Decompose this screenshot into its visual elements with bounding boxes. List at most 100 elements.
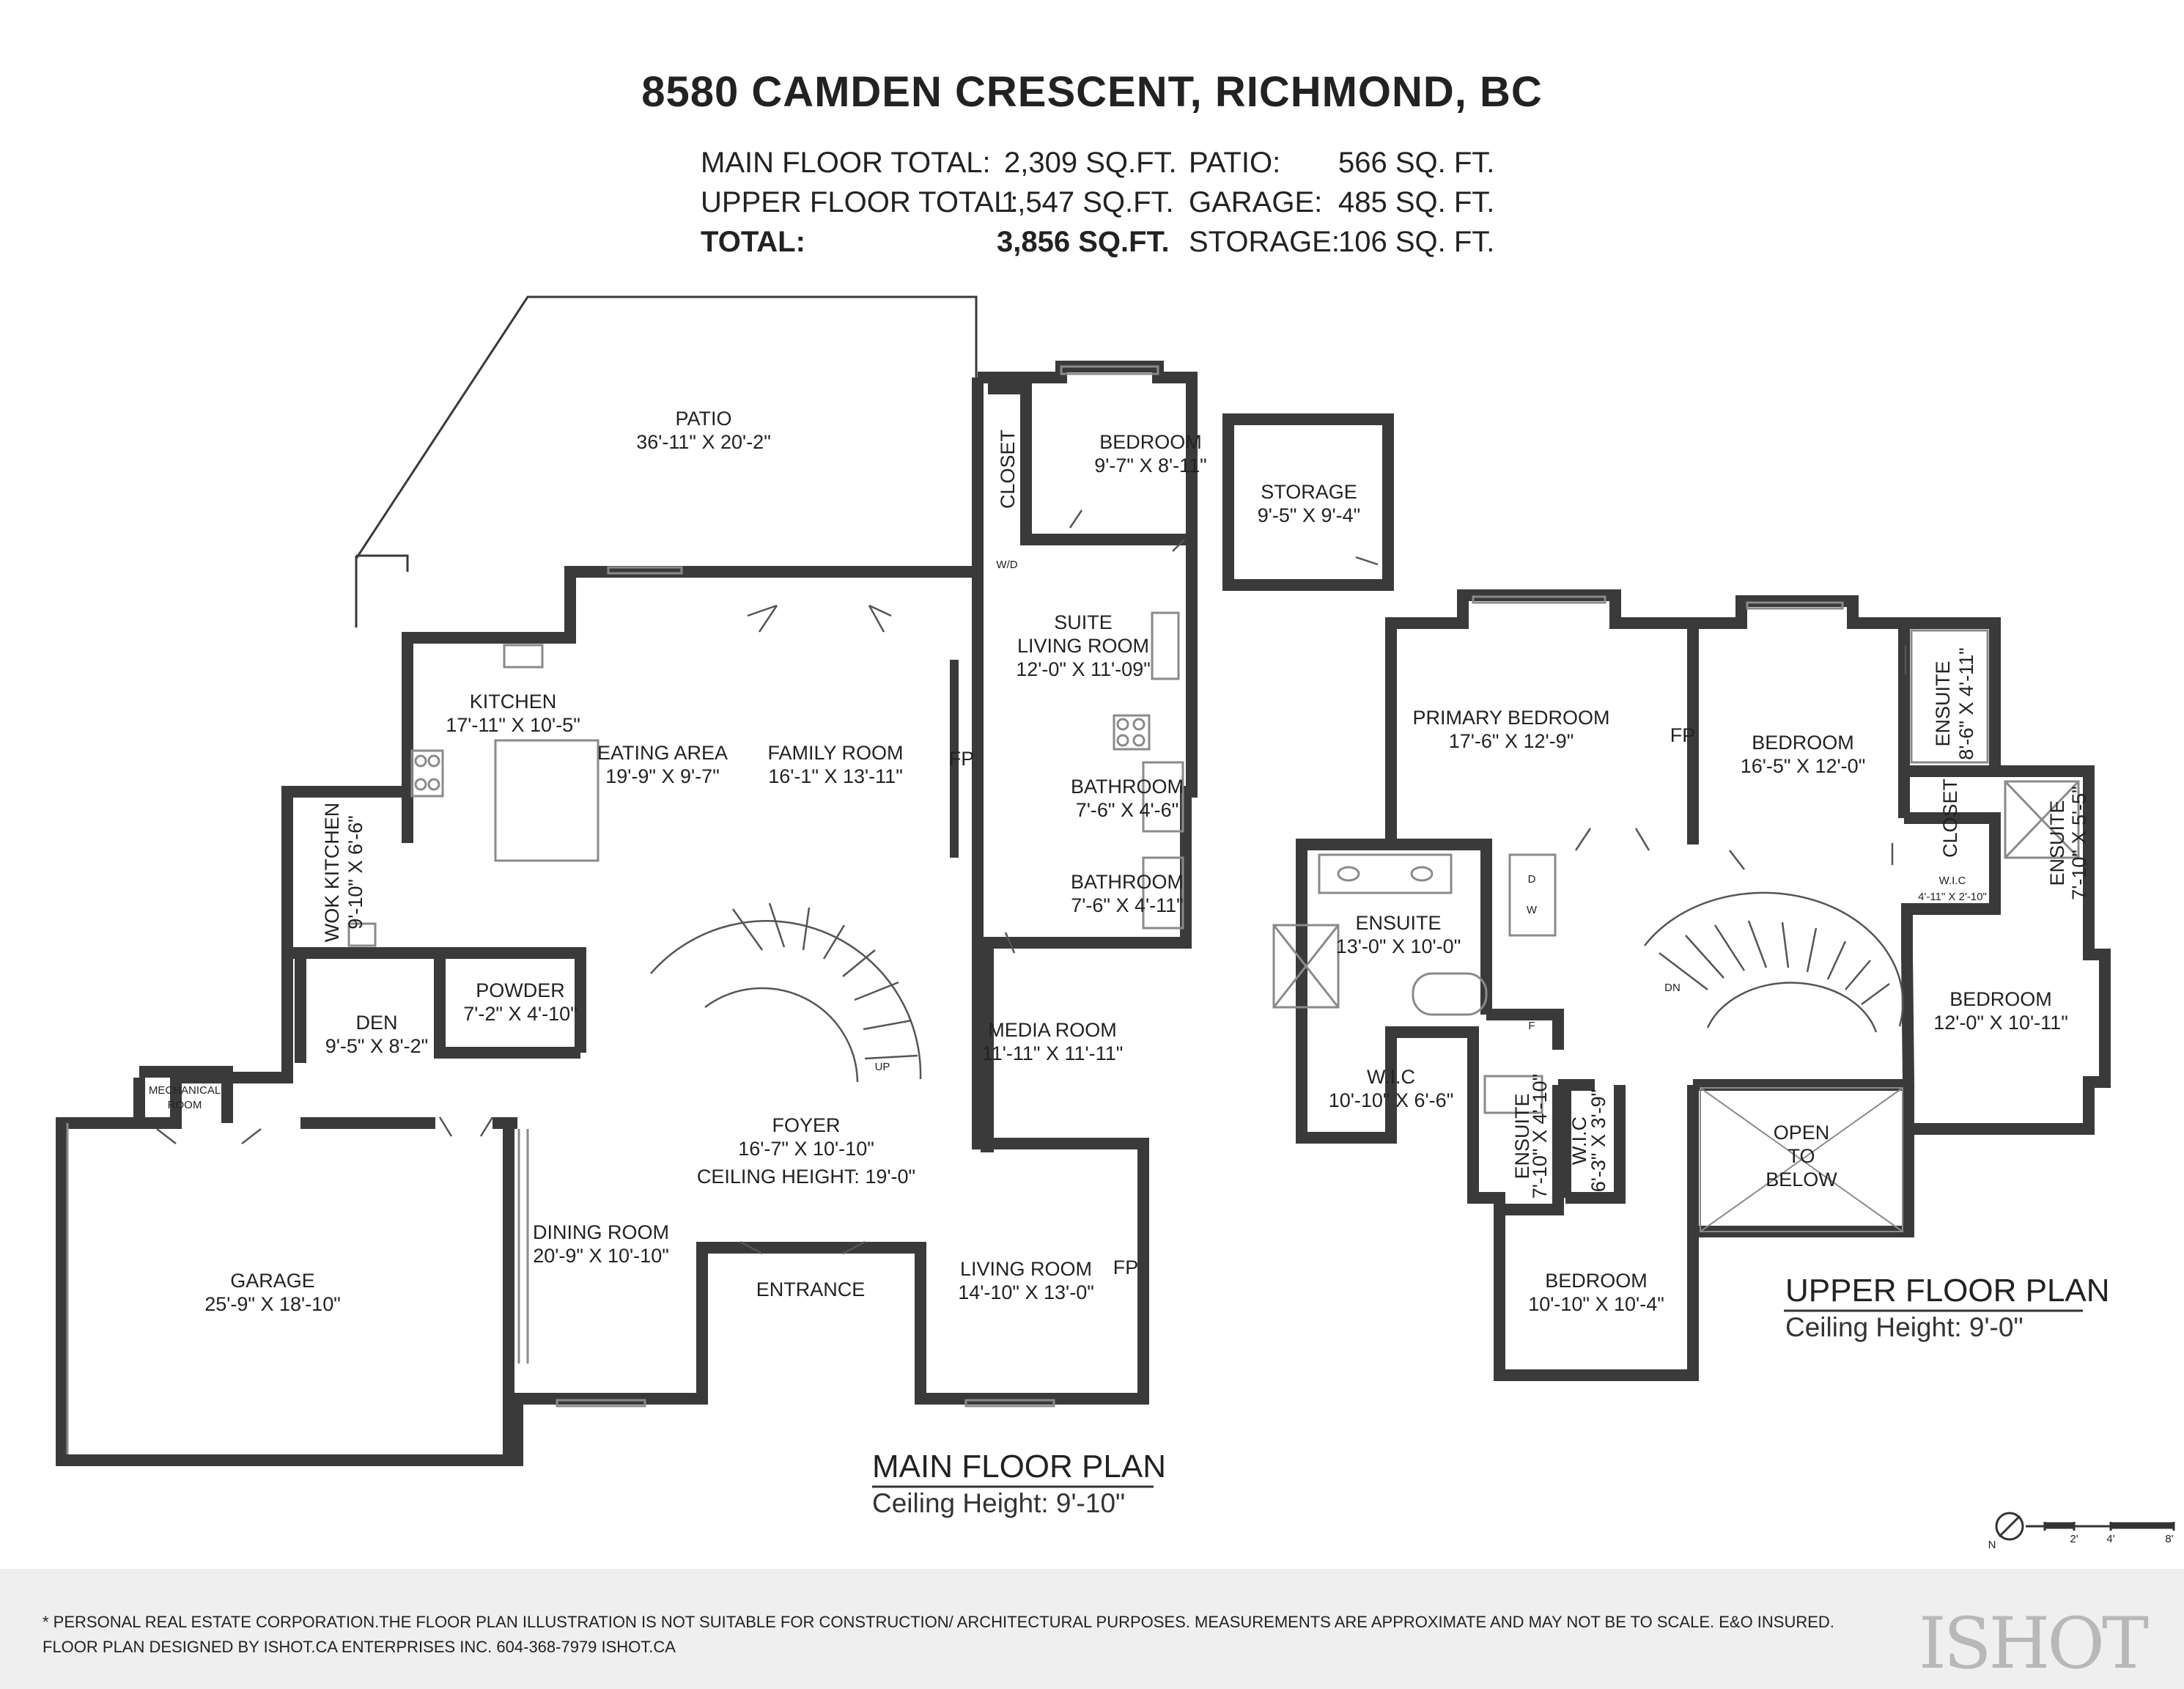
ensuite-c-label: ENSUITE — [1511, 1093, 1533, 1179]
primary-bedroom-wall — [1385, 623, 1492, 1015]
wd-mark: W/D — [996, 559, 1017, 571]
wic-c-size: 6'-3" X 3'-9" — [1587, 1089, 1609, 1193]
closet-wall — [982, 383, 1192, 1152]
main-floor-total-label: MAIN FLOOR TOTAL: — [701, 147, 991, 179]
main-floor-plan-title: MAIN FLOOR PLAN — [872, 1449, 1166, 1484]
living-room-label: LIVING ROOM — [960, 1258, 1092, 1280]
door-swings — [156, 509, 1907, 1255]
washer-dryer — [1508, 853, 1557, 937]
wok-kitchen-size: 9'-10" X 6'-6" — [344, 815, 366, 930]
bedroom-upper3-walls — [1494, 1085, 1699, 1375]
powder-size: 7'-2" X 4'-10" — [463, 1003, 578, 1025]
shower — [1272, 924, 1340, 1009]
upper-floor-plan-title: UPPER FLOOR PLAN — [1785, 1273, 2110, 1309]
window-bedroom1 — [1746, 601, 1844, 610]
wok-cooktop — [347, 922, 377, 947]
footer-disclaimer — [0, 1569, 2184, 1689]
upper-floor-ceiling-height: Ceiling Height: 9'-0" — [1785, 1312, 2023, 1342]
landing-walls — [1486, 1009, 1908, 1215]
furnace-mark: F — [1528, 1020, 1535, 1032]
main-spiral-stair — [650, 902, 922, 1083]
foyer-size: 16'-7" X 10'-10" — [738, 1138, 874, 1160]
window-living — [964, 1399, 1055, 1408]
storage-size: 9'-5" X 9'-4" — [1258, 504, 1361, 526]
ensuite-a-label: ENSUITE — [1932, 660, 1954, 746]
shower-b — [2004, 780, 2080, 859]
window-suite — [1060, 365, 1159, 375]
upper-bedroom-3-size: 10'-10" X 10'-4" — [1528, 1293, 1664, 1315]
footer-disclaimer-line1: * PERSONAL REAL ESTATE CORPORATION.THE F… — [43, 1613, 1834, 1631]
dining-windows — [517, 1129, 529, 1364]
dryer-mark: D — [1528, 873, 1536, 886]
property-title: 8580 CAMDEN CRESCENT, RICHMOND, BC — [641, 68, 1543, 116]
kitchen-interior-walls — [287, 638, 586, 1059]
suite-label: SUITE — [1054, 611, 1113, 633]
upper-bedroom-3-label: BEDROOM — [1545, 1270, 1648, 1292]
bathroom-2-size: 7'-6" X 4'-11" — [1071, 894, 1184, 916]
family-room-label: FAMILY ROOM — [767, 742, 903, 764]
kitchen-size: 17'-11" X 10'-5" — [446, 714, 580, 736]
upper-floor-total-value: 1,547 SQ.FT. — [1001, 186, 1174, 218]
window-main-rear — [607, 566, 683, 575]
total-value: 3,856 SQ.FT. — [997, 226, 1170, 258]
bathroom-2-label: BATHROOM — [1071, 871, 1184, 893]
dining-room-label: DINING ROOM — [533, 1221, 669, 1243]
footer-designer-line: FLOOR PLAN DESIGNED BY ISHOT.CA ENTERPRI… — [43, 1638, 676, 1656]
primary-bedroom-label: PRIMARY BEDROOM — [1412, 707, 1609, 729]
bathroom-1-label: BATHROOM — [1071, 776, 1184, 798]
scale-tick-2: 4' — [2106, 1533, 2114, 1545]
den-size: 9'-5" X 8'-2" — [325, 1035, 429, 1057]
upper-bedroom-1-size: 16'-5" X 12'-0" — [1741, 755, 1866, 777]
upper-bedroom-2-label: BEDROOM — [1949, 988, 2052, 1010]
kitchen-label: KITCHEN — [470, 691, 557, 713]
dining-room-size: 20'-9" X 10'-10" — [533, 1245, 669, 1267]
main-floor-total-value: 2,309 SQ.FT. — [1004, 147, 1177, 179]
upper-floor-outline — [1296, 589, 2111, 1381]
patio-area-value: 566 SQ. FT. — [1338, 147, 1495, 179]
den-label: DEN — [355, 1012, 397, 1034]
fp-living: FP — [1113, 1256, 1139, 1278]
stair-down-mark: DN — [1664, 982, 1681, 994]
foyer-ceiling-height: CEILING HEIGHT: 19'-0" — [697, 1166, 915, 1188]
ensuite-c-size: 7'-10" X 4'-10" — [1529, 1074, 1551, 1199]
ensuite-a-walls — [1898, 623, 1995, 818]
mechanical-room — [133, 1066, 233, 1123]
wic-c-walls — [1565, 1085, 1626, 1204]
open-to-below-line3: BELOW — [1766, 1169, 1837, 1191]
upper-floor-total-label: UPPER FLOOR TOTAL: — [701, 186, 1019, 218]
suite-bedroom-label: BEDROOM — [1099, 431, 1202, 453]
eating-area-label: EATING AREA — [597, 742, 728, 764]
wic-primary-size: 10'-10" X 6'-6" — [1329, 1089, 1454, 1111]
wic-primary-label: W.I.C — [1367, 1066, 1415, 1088]
closet-up-walls — [1901, 812, 2001, 1083]
ensuite-a-size: 8'-6" X 4'-11" — [1955, 647, 1977, 760]
closet-main-label: CLOSET — [997, 430, 1019, 509]
primary-bedroom-size: 17'-6" X 12'-9" — [1449, 730, 1574, 752]
open-to-below-line1: OPEN — [1774, 1122, 1830, 1144]
patio-area-label: PATIO: — [1189, 147, 1281, 179]
washer-mark: W — [1527, 904, 1538, 916]
fp-main-family: FP — [949, 748, 975, 770]
suite-range — [1113, 714, 1151, 751]
suite-bedroom-size: 9'-7" X 8'-11" — [1094, 455, 1207, 476]
mechanical-room-label-2: ROOM — [168, 1099, 202, 1111]
main-floor-ceiling-height: Ceiling Height: 9'-10" — [872, 1488, 1126, 1518]
open-to-below-line2: TO — [1788, 1145, 1815, 1167]
open-to-below-area — [1700, 1087, 1903, 1232]
ensuite-primary-size: 13'-0" X 10'-0" — [1336, 935, 1461, 957]
primary-vanity — [1318, 853, 1453, 894]
upper-spiral-stair — [1644, 891, 1904, 1033]
bath2-tub — [1142, 856, 1184, 930]
mechanical-room-label: MECHANICAL — [149, 1084, 221, 1097]
scale-tick-3: 8' — [2165, 1533, 2173, 1545]
bath1-tub — [1142, 761, 1184, 833]
storage-label: STORAGE — [1261, 481, 1357, 503]
storage-outline — [1222, 413, 1394, 591]
powder-label: POWDER — [476, 979, 565, 1001]
ensuite-b-label: ENSUITE — [2046, 800, 2068, 886]
garage-size: 25'-9" X 18'-10" — [204, 1293, 341, 1315]
window-dining — [556, 1399, 646, 1408]
garage-area-label: GARAGE: — [1189, 186, 1323, 218]
suite-living-room-label: LIVING ROOM — [1017, 635, 1149, 657]
wic-small-size: 4'-11" X 2'-10" — [1918, 891, 1987, 903]
